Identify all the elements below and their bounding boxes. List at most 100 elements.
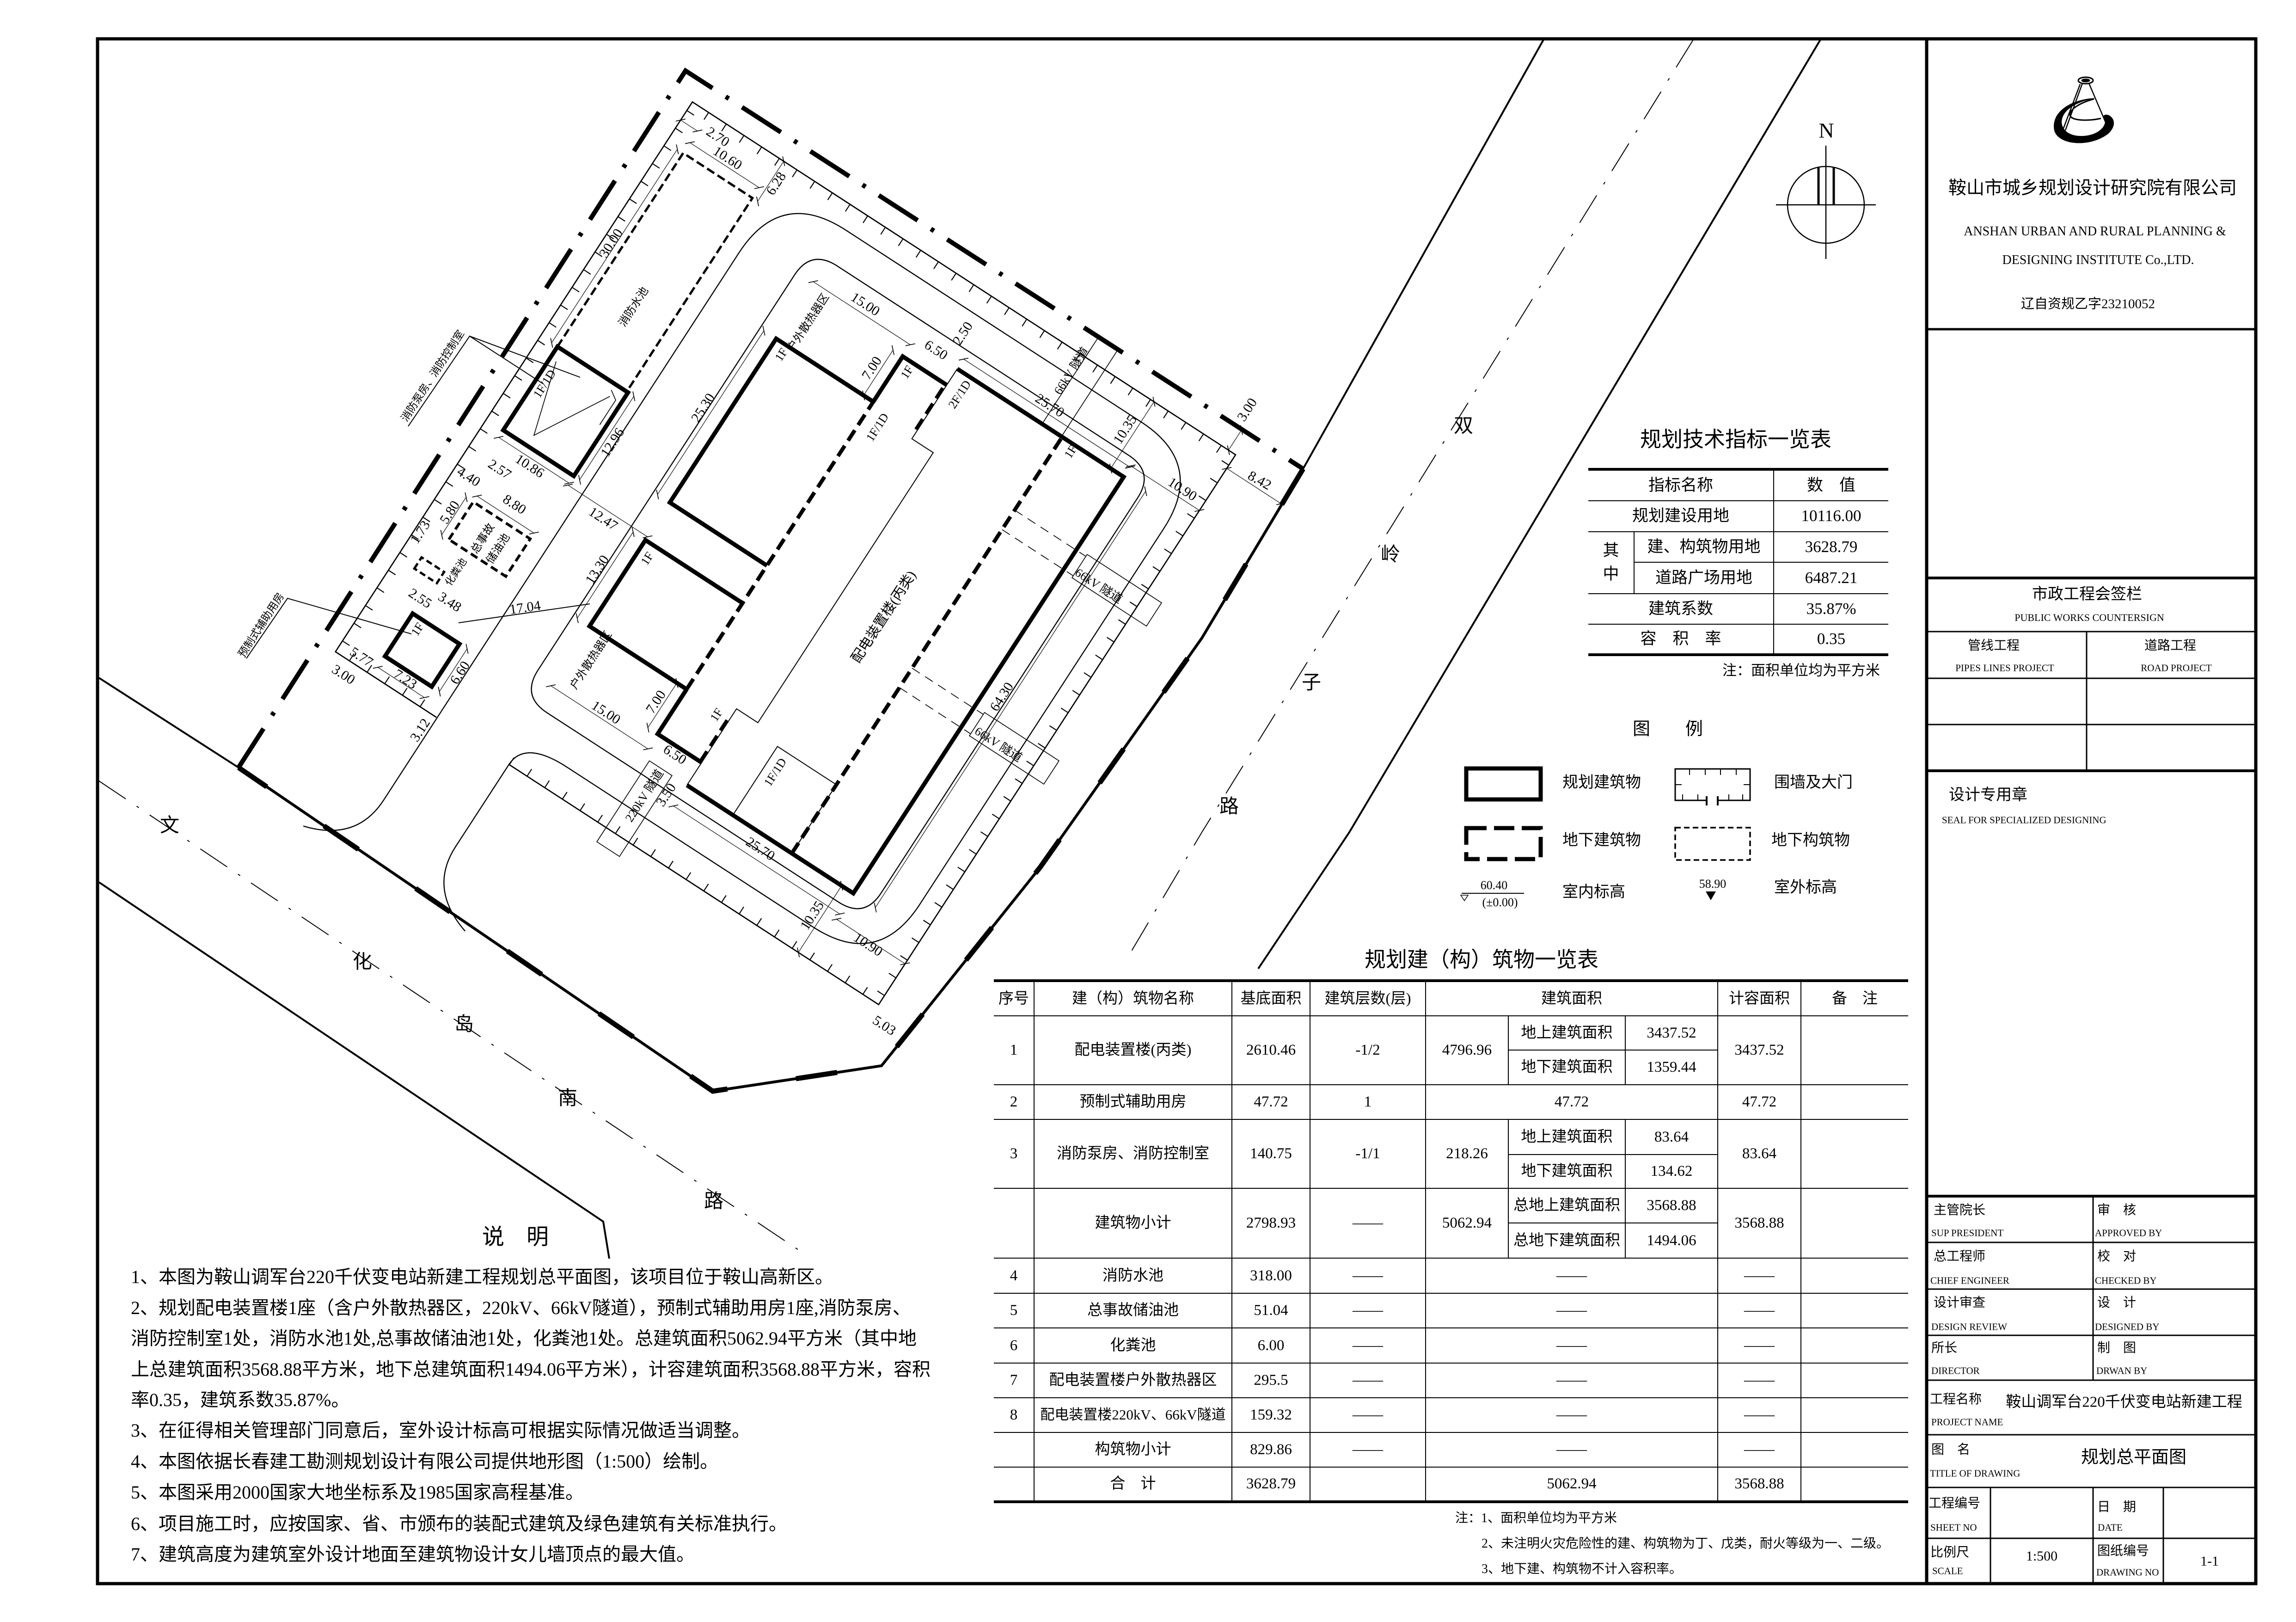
external-roads (98, 39, 1821, 1259)
cell-floors: —— (1310, 1188, 1426, 1259)
cell-footprint: 2798.93 (1231, 1188, 1310, 1259)
svg-text:2.57: 2.57 (485, 456, 514, 482)
table-row: 地下建筑面积 134.62 (994, 1154, 1908, 1189)
svg-text:1F: 1F (898, 363, 916, 381)
general-note-line: 上总建筑面积3568.88平方米，地下总建筑面积1494.06平方米），计容建筑… (131, 1359, 931, 1380)
indicator-name: 道路广场用地 (1633, 562, 1775, 594)
scale-label-en: SCALE (1932, 1565, 1963, 1577)
svg-text:路: 路 (1219, 796, 1239, 817)
south-road-centerline (98, 780, 799, 1250)
indicator-name: 建、构筑物用地 (1633, 531, 1775, 563)
cell-remark (1800, 1467, 1909, 1502)
legend-outdoor-elevation: 58.90 (1699, 877, 1727, 891)
east-road-west-edge (1302, 39, 1544, 469)
drawing-frame (96, 37, 2258, 1585)
site-boundary (236, 68, 1305, 1094)
cell-gfa: —— (1425, 1432, 1719, 1468)
site-plan (303, 101, 1286, 1006)
svg-text:2.55: 2.55 (406, 585, 435, 611)
svg-text:6.50: 6.50 (661, 742, 689, 768)
legend-label: 规划建筑物 (1562, 774, 1641, 791)
main-building-outline (686, 367, 1127, 897)
signature-label-cn: 校 对 (2097, 1249, 2137, 1264)
tunnel-220kv (596, 760, 673, 857)
scale-value: 1:500 (2026, 1548, 2058, 1564)
cell-far-area: —— (1717, 1258, 1802, 1294)
legend-indoor-relative: (±0.00) (1482, 896, 1518, 909)
cell-footprint: 295.5 (1231, 1363, 1310, 1398)
radiator-upper-label: 户外散热器区 (785, 291, 832, 354)
svg-text:文: 文 (160, 815, 179, 836)
cell-far-area: 47.72 (1717, 1084, 1802, 1120)
cell-floors: 1 (1310, 1084, 1426, 1120)
indicator-group-label: 其中 (1588, 531, 1635, 594)
column-header: 建（构）筑物名称 (1034, 980, 1232, 1016)
outdoor-elevation-icon (1706, 891, 1716, 900)
cell-below-label: 总地下建筑面积 (1508, 1223, 1626, 1259)
general-note-line: 7、建筑高度为建筑室外设计地面至建筑物设计女儿墙顶点的最大值。 (131, 1544, 695, 1565)
svg-text:1.73: 1.73 (407, 518, 433, 547)
cell-no (993, 1188, 1035, 1259)
indicator-value: 6487.21 (1773, 562, 1889, 594)
cell-no: 2 (993, 1084, 1035, 1120)
cell-name: 消防水池 (1034, 1258, 1232, 1294)
indicator-value: 35.87% (1773, 593, 1889, 625)
cell-name: 配电装置楼户外散热器区 (1034, 1363, 1232, 1398)
legend-label: 地下构筑物 (1771, 832, 1850, 849)
legend-label: 地下建筑物 (1562, 832, 1641, 849)
svg-text:6.60: 6.60 (447, 658, 473, 687)
table-row: 3 消防泵房、消防控制室 140.75 -1/1 218.26 地上建筑面积 8… (993, 1119, 1909, 1189)
cell-far-area: —— (1717, 1397, 1802, 1433)
cell-far-area: —— (1717, 1293, 1802, 1328)
drawing-no-label-en: DRAWING NO (2096, 1567, 2159, 1578)
cell-name: 预制式辅助用房 (1034, 1084, 1232, 1120)
cell-far-area: 83.64 (1717, 1119, 1802, 1189)
buildings-table: 序号 建（构）筑物名称 基底面积 建筑层数(层) 建筑面积 计容面积 备 注 1… (993, 979, 1909, 1503)
leader-lines (246, 335, 590, 659)
svg-text:10.60: 10.60 (710, 143, 745, 173)
cell-far-area: —— (1717, 1327, 1802, 1364)
svg-text:13.30: 13.30 (582, 553, 612, 587)
planned-building-icon (1464, 766, 1543, 802)
company-logo-icon (2054, 76, 2114, 143)
signature-label-cn: 总工程师 (1934, 1249, 1986, 1264)
svg-text:4.40: 4.40 (454, 464, 483, 490)
project-name-label-en: PROJECT NAME (1931, 1416, 2003, 1428)
cell-floors: -1/2 (1310, 1015, 1426, 1085)
cell-gfa: 5062.94 (1425, 1188, 1509, 1259)
svg-text:1F: 1F (707, 706, 725, 724)
cell-below: 1359.44 (1624, 1050, 1719, 1085)
dimension-lines (373, 118, 1286, 965)
cell-above-label: 地上建筑面积 (1508, 1015, 1626, 1051)
cell-no: 5 (993, 1293, 1035, 1328)
table-row: 8 配电装置楼220kV、66kV隧道 159.32 —— —— —— (993, 1397, 1909, 1433)
svg-text:6.28: 6.28 (763, 169, 789, 198)
svg-text:3.48: 3.48 (435, 589, 464, 615)
project-name-label-cn: 工程名称 (1930, 1392, 1982, 1407)
indicators-table: 指标名称 数 值 规划建设用地 10116.00 其中 建、构筑物用地 3628… (1587, 468, 1889, 656)
signature-label-en: DIRECTOR (1931, 1365, 1980, 1376)
svg-text:1F: 1F (638, 550, 656, 568)
south-road-north-edge (98, 677, 239, 768)
svg-text:15.00: 15.00 (848, 289, 883, 319)
scale-label-cn: 比例尺 (1930, 1545, 1970, 1560)
column-header: 基底面积 (1231, 980, 1310, 1016)
svg-text:7.23: 7.23 (391, 666, 420, 692)
project-name-value: 鞍山调军台220千伏变电站新建工程 (2006, 1394, 2242, 1411)
pipes-project-cn: 管线工程 (1967, 639, 2020, 653)
signature-label-en: APPROVED BY (2095, 1227, 2162, 1239)
general-note-line: 2、规划配电装置楼1座（含户外散热器区，220kV、66kV隧道），预制式辅助用… (131, 1297, 911, 1318)
table-row: 1 配电装置楼(丙类) 2610.46 -1/2 4796.96 地上建筑面积 … (993, 1015, 1909, 1085)
cell-name: 建筑物小计 (1034, 1188, 1232, 1259)
indicators-note: 注：面积单位均为平方米 (1722, 662, 1880, 679)
company-name-cn: 鞍山市城乡规划设计研究院有限公司 (1948, 178, 2237, 198)
svg-text:6.50: 6.50 (922, 337, 950, 363)
main-building-label: 配电装置楼(丙类) (849, 568, 919, 666)
cell-remark (1800, 1432, 1909, 1468)
radiator-block-lower (586, 537, 744, 691)
cell-footprint: 3628.79 (1231, 1467, 1310, 1502)
countersign-title-en: PUBLIC WORKS COUNTERSIGN (2014, 612, 2164, 623)
signature-label-cn: 所长 (1931, 1341, 1958, 1355)
cell-floors: —— (1310, 1327, 1426, 1364)
